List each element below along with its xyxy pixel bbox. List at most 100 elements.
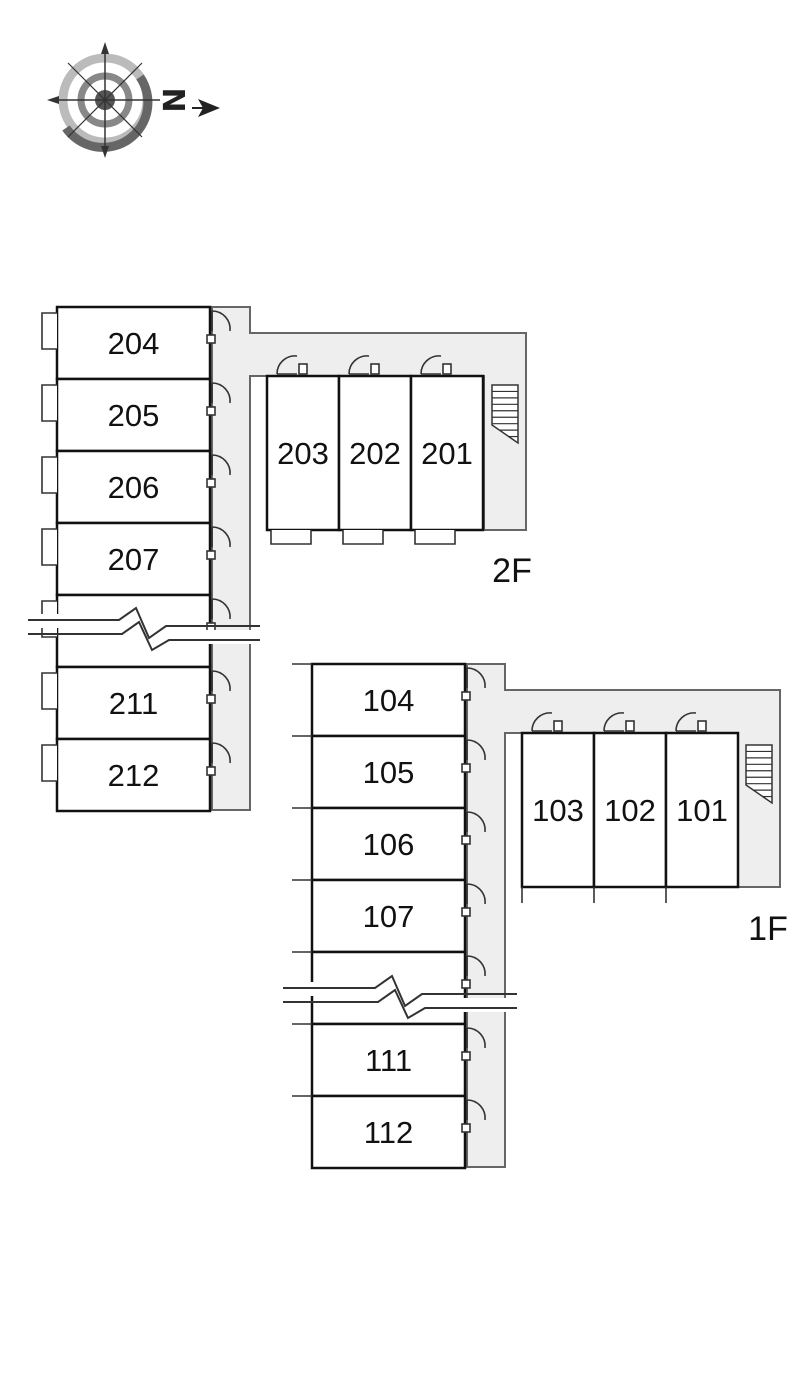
door-icon [211, 526, 231, 548]
door-icon [211, 598, 231, 620]
staircase-icon [491, 384, 519, 445]
door-icon [420, 355, 442, 375]
door-icon [466, 811, 486, 833]
door-icon [466, 1027, 486, 1049]
balcony [41, 744, 57, 782]
room-outline [409, 374, 485, 532]
door-icon [603, 712, 625, 732]
balcony [342, 530, 384, 545]
room-outline [337, 374, 413, 532]
door-icon [466, 1099, 486, 1121]
floor-label: 2F [492, 552, 532, 590]
break-symbol [28, 604, 260, 654]
meter-box [461, 979, 471, 989]
room-outline [664, 731, 740, 889]
room-204: 204 [41, 305, 231, 381]
room-outline [310, 806, 467, 882]
meter-box [461, 763, 471, 773]
room-number: 201 [421, 436, 473, 471]
door-icon [466, 883, 486, 905]
meter-box [298, 363, 308, 375]
meter-box [206, 550, 216, 560]
meter-box [553, 720, 563, 732]
meter-box [697, 720, 707, 732]
door-icon [466, 667, 486, 689]
room-outline [55, 665, 212, 741]
room-206: 206 [41, 449, 231, 525]
meter-box [625, 720, 635, 732]
room-212: 212 [41, 737, 231, 813]
room-207: 207 [41, 521, 231, 597]
room-number: 204 [108, 326, 160, 361]
room-101: 101 [664, 712, 740, 903]
floor-label: 1F [748, 910, 788, 948]
meter-box [206, 478, 216, 488]
room-number: 106 [363, 827, 415, 862]
balcony [41, 672, 57, 710]
room-number: 203 [277, 436, 329, 471]
room-number: 211 [109, 686, 158, 721]
room-112: 112 [292, 1094, 486, 1170]
door-icon [466, 955, 486, 977]
room-203: 203 [265, 355, 341, 545]
room-outline [55, 449, 212, 525]
room-number: 112 [364, 1115, 413, 1150]
room-111: 111 [292, 1022, 486, 1098]
door-icon [211, 670, 231, 692]
room-number: 207 [108, 542, 160, 577]
balcony [270, 530, 312, 545]
meter-box [206, 694, 216, 704]
room-number: 107 [363, 899, 415, 934]
balcony [41, 528, 57, 566]
staircase-icon [745, 744, 773, 805]
room-outline [592, 731, 668, 889]
meter-box [461, 1051, 471, 1061]
room-201: 201 [409, 355, 485, 545]
meter-box [461, 835, 471, 845]
room-202: 202 [337, 355, 413, 545]
break-symbol [283, 972, 517, 1022]
door-icon [211, 454, 231, 476]
balcony [41, 312, 57, 350]
door-icon [211, 310, 231, 332]
room-outline [310, 1022, 467, 1098]
room-number: 101 [676, 793, 728, 828]
room-number: 102 [604, 793, 656, 828]
room-107: 107 [292, 878, 486, 954]
room-205: 205 [41, 377, 231, 453]
room-105: 105 [292, 734, 486, 810]
room-104: 104 [292, 662, 486, 738]
meter-box [461, 691, 471, 701]
room-102: 102 [592, 712, 668, 903]
meter-box [206, 406, 216, 416]
compass-rose-icon [47, 42, 160, 158]
balcony [41, 456, 57, 494]
meter-box [206, 766, 216, 776]
door-icon [348, 355, 370, 375]
north-arrow-icon [192, 99, 220, 117]
door-icon [466, 739, 486, 761]
compass: N [47, 42, 220, 158]
door-icon [531, 712, 553, 732]
door-icon [276, 355, 298, 375]
room-number: 105 [363, 755, 415, 790]
room-number: 202 [349, 436, 401, 471]
door-icon [211, 382, 231, 404]
balcony [414, 530, 456, 545]
room-outline [310, 734, 467, 810]
meter-box [442, 363, 452, 375]
room-number: 103 [532, 793, 584, 828]
meter-box [461, 1123, 471, 1133]
door-icon [675, 712, 697, 732]
room-number: 212 [108, 758, 160, 793]
balcony [41, 384, 57, 422]
meter-box [370, 363, 380, 375]
door-icon [211, 742, 231, 764]
floor-1f: 104 105 106 107 111 112 103 102 101 1F [283, 662, 788, 1170]
meter-box [206, 334, 216, 344]
room-103: 103 [520, 712, 596, 903]
room-211: 211 [41, 665, 231, 741]
